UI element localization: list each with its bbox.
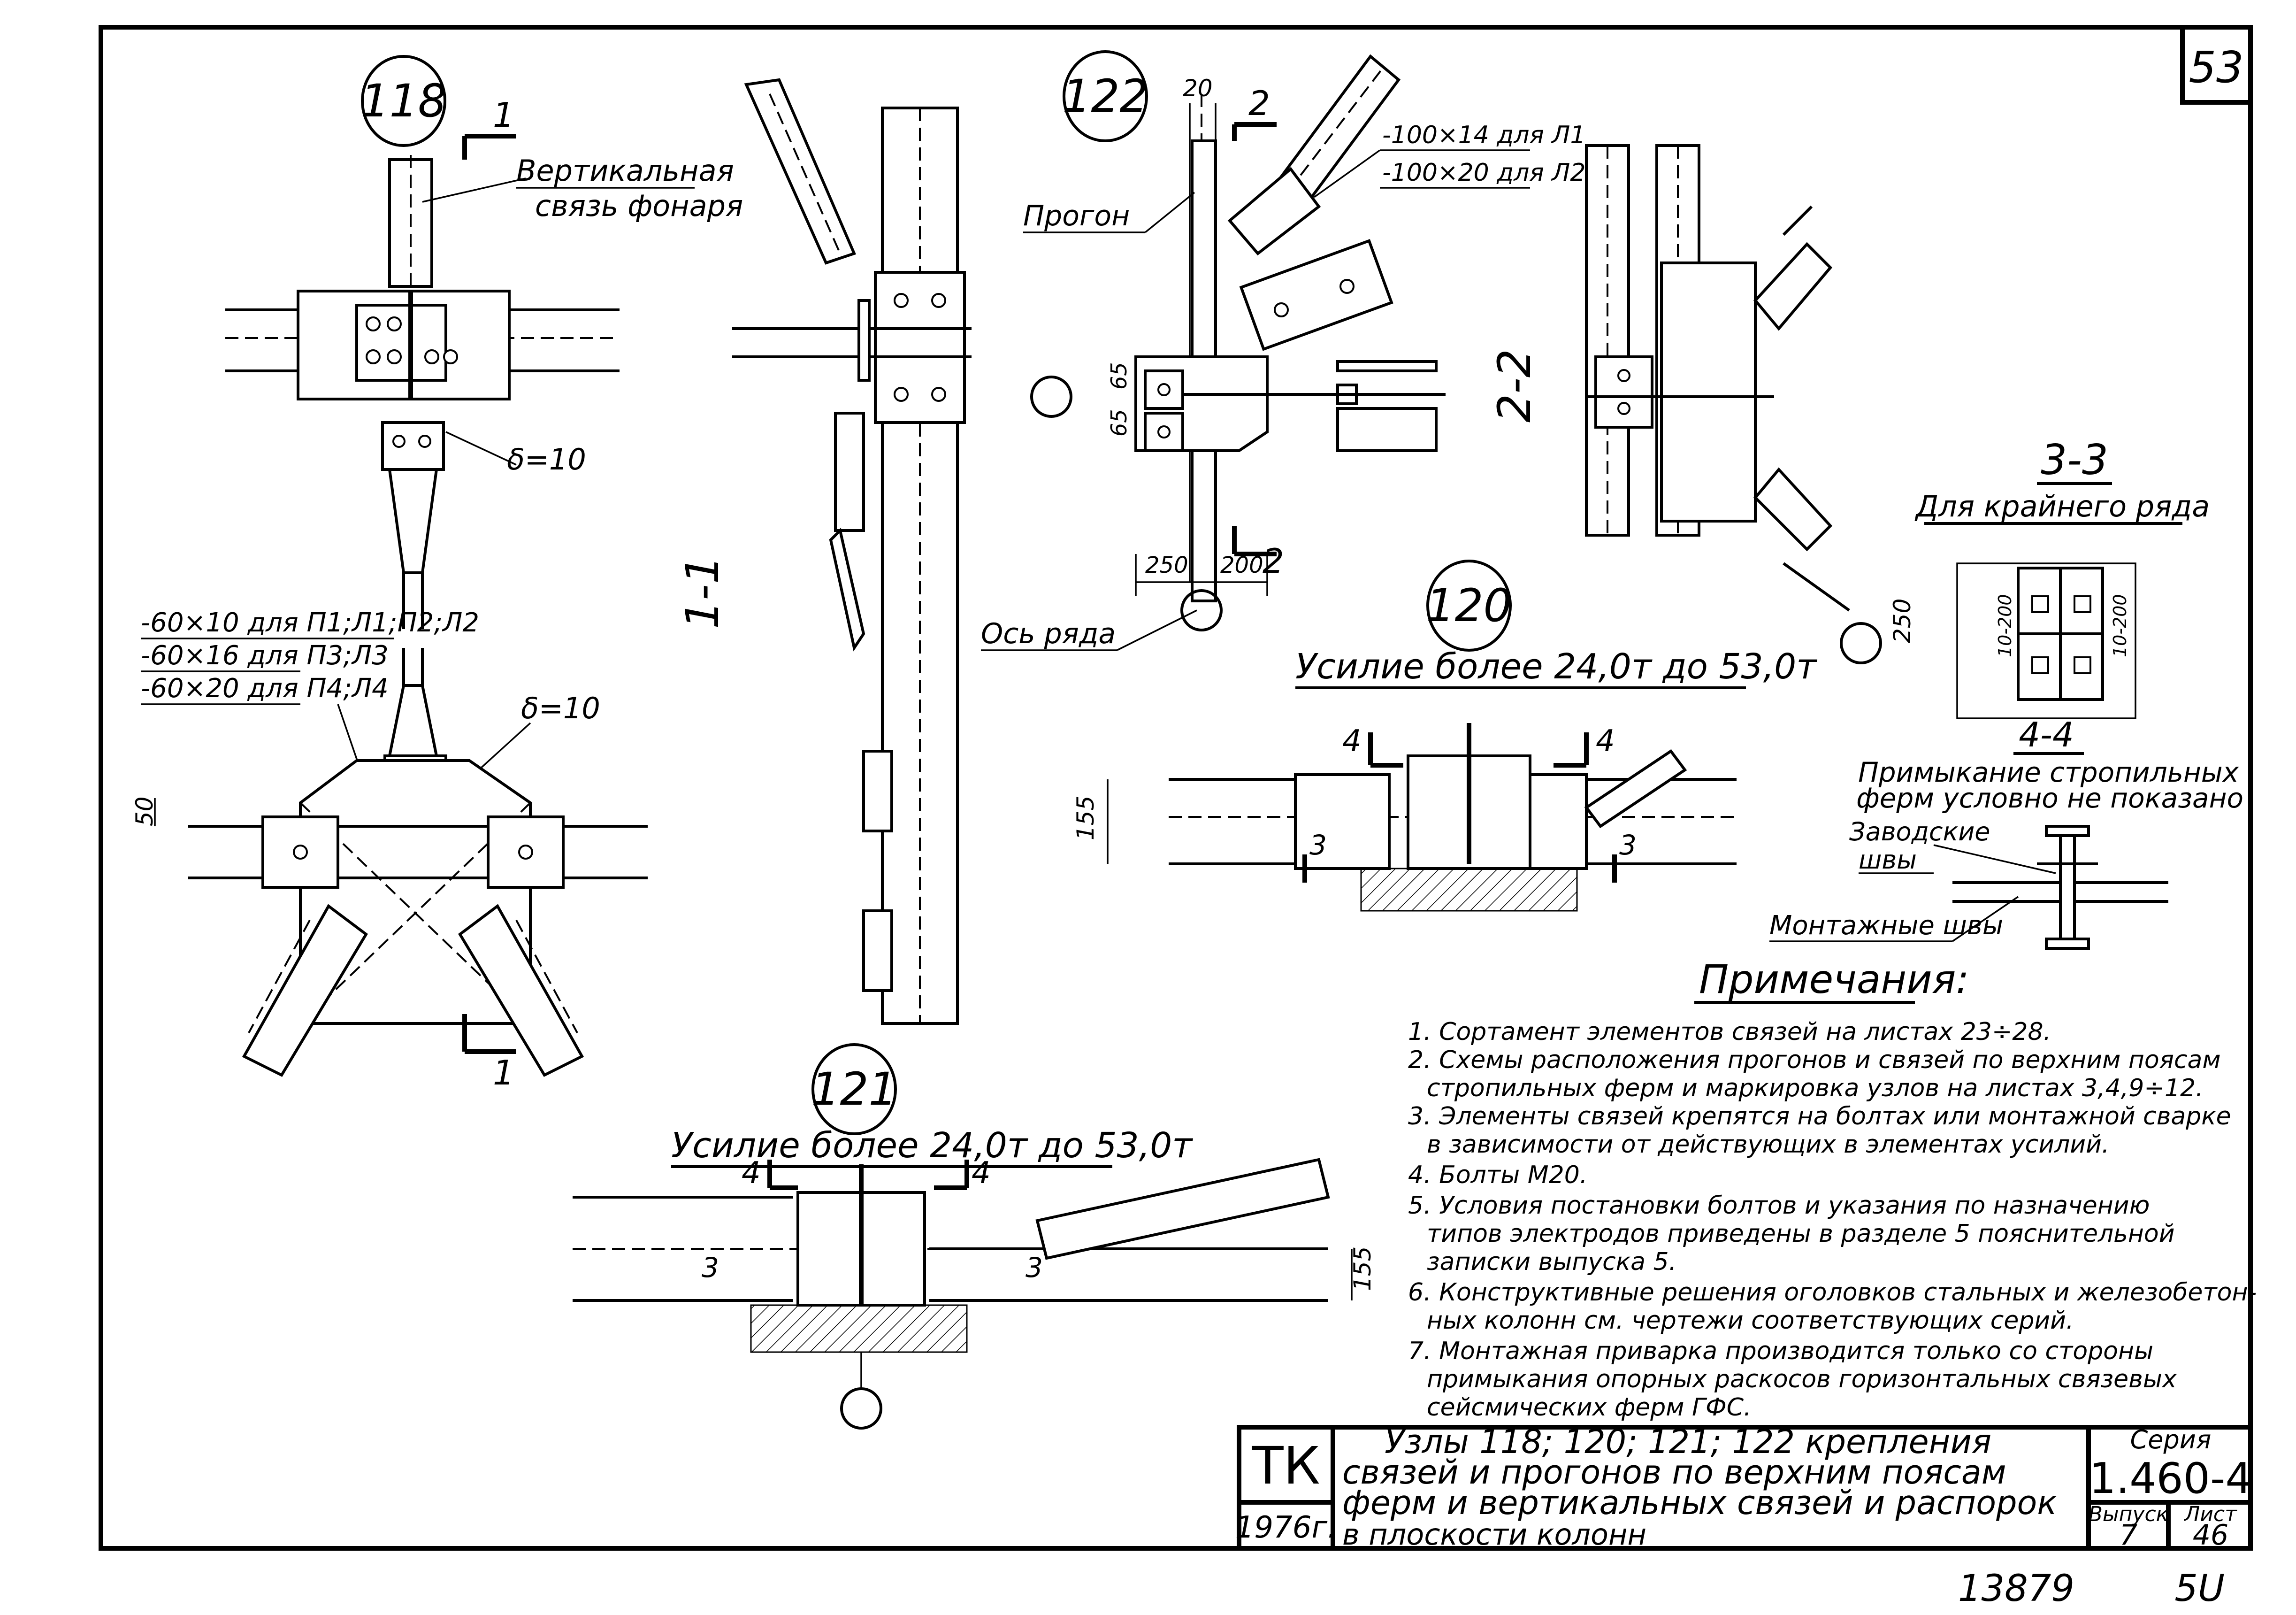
notes-block: Примечания: 1. Сортамент элементов связе… — [1408, 956, 2257, 1422]
note-line-2: 2. Схемы расположения прогонов и связей … — [1408, 1046, 2221, 1074]
note-line-10: 6. Конструктивные решения оголовков стал… — [1408, 1278, 2257, 1307]
node-121-force: Усилие более 24,0т до 53,0т — [671, 1125, 1193, 1166]
delta-10-bottom: δ=10 — [521, 691, 600, 725]
node-122-drawing: 122 20 2 2 -100×14 для Л1 -100×20 для Л2… — [981, 50, 1585, 651]
node-121-section-3-left: 3 — [702, 1252, 719, 1284]
node-120-force: Усилие более 24,0т до 53,0т — [1295, 646, 1817, 687]
dim-250-3-3: 250 — [1889, 599, 1916, 643]
plate-note-1: -60×10 для П1;Л1;П2;Л2 — [141, 608, 479, 638]
note-line-5: в зависимости от действующих в элементах… — [1427, 1130, 2109, 1159]
factory-welds-label-1: Заводские — [1849, 817, 1990, 846]
tk-label: ТК — [1251, 1436, 1320, 1496]
section-1-mark-top: 1 — [493, 95, 514, 135]
node-120-section-3-right: 3 — [1619, 829, 1637, 861]
section-2-2-label: 2-2 — [1488, 349, 1541, 423]
section-1-1-label: 1-1 — [676, 555, 729, 629]
title-line-3: ферм и вертикальных связей и распорок — [1342, 1484, 2057, 1522]
section-3-3-drawing: 3-3 Для крайнего ряда 250 10-200 10-200 … — [1769, 436, 2243, 950]
note-line-12: 7. Монтажная приварка производится тольк… — [1408, 1337, 2153, 1365]
issue-label: Выпуск — [2089, 1502, 2169, 1526]
bolt-group-3-3 — [2031, 595, 2091, 674]
trusses-note-2: ферм условно не показано — [1856, 782, 2243, 814]
archive-number: 13879 — [1958, 1568, 2074, 1610]
dim-65-a: 65 — [1106, 362, 1132, 390]
section-3-3-subtitle: Для крайнего ряда — [1914, 489, 2210, 523]
note-line-6: 4. Болты М20. — [1408, 1161, 1587, 1189]
row-axis-label: Ось ряда — [981, 617, 1116, 650]
title-block: ТК 1976г. Узлы 118; 120; 121; 122 крепле… — [1235, 1423, 2253, 1552]
section-4-4-label: 4-4 — [2019, 715, 2074, 754]
node-121-dim-155: 155 — [1349, 1246, 1376, 1291]
factory-welds-label-2: швы — [1859, 845, 1917, 875]
title-line-1: Узлы 118; 120; 121; 122 крепления — [1385, 1423, 1991, 1461]
field-welds-label: Монтажные швы — [1769, 910, 2003, 941]
plate-note-l1: -100×14 для Л1 — [1382, 121, 1585, 149]
plate-note-l2: -100×20 для Л2 — [1382, 159, 1585, 187]
node-121-circle — [811, 1043, 897, 1135]
node-122-label: 122 — [1062, 70, 1148, 123]
section-1-1-drawing: 1-1 — [676, 78, 972, 1025]
node-120-section-4-right: 4 — [1596, 724, 1615, 759]
archive-code: 5U — [2174, 1568, 2225, 1610]
node-120-drawing: 120 Усилие более 24,0т до 53,0т 4 4 3 3 … — [1072, 560, 1817, 912]
section-2-2-drawing: 2-2 — [1488, 144, 1850, 612]
delta-10-top: δ=10 — [507, 442, 586, 477]
title-line-2: связей и прогонов по верхним поясам — [1342, 1453, 2006, 1492]
note-line-3: стропильных ферм и маркировка узлов на л… — [1427, 1074, 2204, 1102]
plate-note-2: -60×16 для П3;Л3 — [141, 640, 389, 671]
dim-20: 20 — [1183, 75, 1213, 102]
sheet-label: Лист — [2183, 1502, 2237, 1526]
page-number-box — [2180, 25, 2253, 105]
node-118-label: 118 — [360, 75, 446, 127]
node-120-section-4-left: 4 — [1342, 724, 1362, 759]
section-2-mark-top: 2 — [1248, 84, 1270, 123]
node-120-label: 120 — [1426, 579, 1512, 632]
node-121-section-3-right: 3 — [1026, 1252, 1043, 1284]
node-118-drawing: 118 1 Вертикальная связь фонаря δ=10 — [131, 55, 743, 1092]
node-120-section-3-left: 3 — [1309, 829, 1327, 861]
section-3-3-title: 3-3 — [2041, 436, 2108, 484]
node-122-circle — [1063, 50, 1148, 142]
series-value: 1.460-4 — [2089, 1454, 2252, 1503]
node-120-dim-155: 155 — [1072, 796, 1099, 840]
dim-250-n122: 250 — [1145, 552, 1188, 578]
page-number: 53 — [2189, 42, 2243, 92]
dim-10-200-right: 10-200 — [2110, 594, 2130, 657]
dim-10-200-left: 10-200 — [1995, 594, 2015, 657]
sheet-frame: 53 13879 5U — [99, 25, 2253, 1610]
note-line-9: записки выпуска 5. — [1427, 1248, 1676, 1276]
dim-50: 50 — [131, 796, 158, 826]
series-label: Серия — [2130, 1425, 2212, 1454]
dim-200-n122: 200 — [1220, 552, 1263, 578]
sheet-value: 46 — [2193, 1519, 2228, 1552]
title-line-4: в плоскости колонн — [1342, 1517, 1646, 1552]
dim-65-b: 65 — [1106, 409, 1132, 437]
vertical-brace-label-2: связь фонаря — [535, 189, 743, 223]
node-121-drawing: 121 Усилие более 24,0т до 53,0т 4 4 3 3 … — [573, 1043, 1376, 1430]
note-line-8: типов электродов приведены в разделе 5 п… — [1427, 1220, 2175, 1248]
node-121-label: 121 — [811, 1063, 897, 1115]
bolt-group-118-top — [366, 316, 458, 364]
node-118-circle — [361, 55, 446, 147]
node-120-circle — [1426, 560, 1512, 652]
vertical-brace-label-1: Вертикальная — [516, 154, 734, 188]
note-line-7: 5. Условия постановки болтов и указания … — [1408, 1192, 2150, 1220]
note-line-4: 3. Элементы связей крепятся на болтах ил… — [1408, 1102, 2231, 1130]
plate-note-3: -60×20 для П4;Л4 — [141, 673, 389, 704]
section-1-mark-bottom: 1 — [493, 1053, 514, 1092]
year-label: 1976г. — [1235, 1510, 1337, 1545]
trusses-note-1: Примыкание стропильных — [1858, 756, 2239, 788]
purlin-label: Прогон — [1023, 200, 1130, 232]
node-121-section-4-left: 4 — [742, 1156, 761, 1191]
note-line-14: сейсмических ферм ГФС. — [1427, 1393, 1752, 1422]
notes-title: Примечания: — [1699, 956, 1969, 1002]
note-line-11: ных колонн см. чертежи соответствующих с… — [1427, 1307, 2074, 1335]
node-121-section-4-right: 4 — [972, 1156, 991, 1191]
note-line-1: 1. Сортамент элементов связей на листах … — [1408, 1018, 2051, 1046]
section-2-mark-bottom: 2 — [1263, 541, 1284, 581]
note-line-13: примыкания опорных раскосов горизонтальн… — [1427, 1365, 2177, 1393]
issue-value: 7 — [2120, 1519, 2137, 1552]
